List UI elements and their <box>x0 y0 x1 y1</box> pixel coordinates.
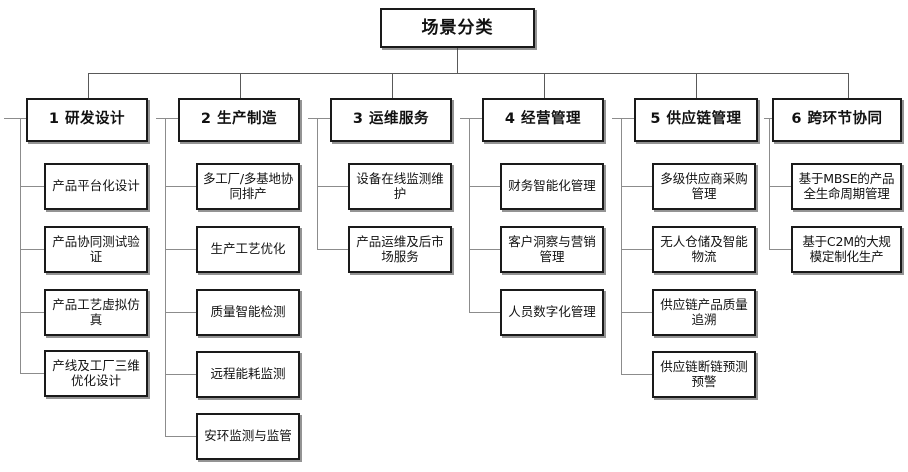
category-header-4[interactable]: 4 经营管理 <box>482 98 604 142</box>
connector-branch-1-2 <box>20 249 46 250</box>
leaf-node[interactable]: 供应链产品质量追溯 <box>652 289 756 336</box>
category-header-2[interactable]: 2 生产制造 <box>178 98 300 142</box>
connector-branch-2-4 <box>165 374 198 375</box>
connector-root-stem <box>457 48 458 74</box>
leaf-label: 生产工艺优化 <box>210 241 286 257</box>
connector-trunk-5 <box>621 118 622 374</box>
leaf-label: 设备在线监测维护 <box>356 170 444 201</box>
connector-trunk-4 <box>469 118 470 312</box>
leaf-label: 产品运维及后市场服务 <box>356 233 444 264</box>
leaf-node[interactable]: 基于C2M的大规模定制化生产 <box>791 226 902 273</box>
leaf-label: 远程能耗监测 <box>210 366 286 382</box>
leaf-label: 客户洞察与营销管理 <box>508 233 596 264</box>
connector-branch-1-1 <box>20 186 46 187</box>
leaf-node[interactable]: 基于MBSE的产品全生命周期管理 <box>791 163 902 210</box>
connector-branch-5-4 <box>621 374 654 375</box>
connector-branch-4-1 <box>469 186 502 187</box>
leaf-node[interactable]: 生产工艺优化 <box>196 226 300 273</box>
leaf-node[interactable]: 财务智能化管理 <box>500 163 604 210</box>
connector-branch-1-4 <box>20 373 46 374</box>
leaf-label: 多工厂/多基地协同排产 <box>202 170 294 201</box>
connector-trunk-2 <box>165 118 166 436</box>
connector-trunk-1 <box>20 118 21 373</box>
connector-branch-5-1 <box>621 186 654 187</box>
leaf-label: 多级供应商采购管理 <box>660 170 748 201</box>
leaf-node[interactable]: 无人仓储及智能物流 <box>652 226 756 273</box>
category-header-1-label: 1 研发设计 <box>48 111 126 128</box>
connector-branch-4-2 <box>469 249 502 250</box>
connector-branch-6-1 <box>769 186 793 187</box>
leaf-label: 无人仓储及智能物流 <box>660 233 748 264</box>
leaf-node[interactable]: 客户洞察与营销管理 <box>500 226 604 273</box>
leaf-label: 产线及工厂三维优化设计 <box>52 357 140 388</box>
leaf-node[interactable]: 产品运维及后市场服务 <box>348 226 452 273</box>
leaf-node[interactable]: 多级供应商采购管理 <box>652 163 756 210</box>
leaf-label: 产品工艺虚拟仿真 <box>52 296 140 327</box>
connector-stub-3 <box>308 118 332 119</box>
category-header-5[interactable]: 5 供应链管理 <box>634 98 758 142</box>
connector-branch-4-3 <box>469 312 502 313</box>
category-header-5-label: 5 供应链管理 <box>650 111 742 128</box>
connector-stub-4 <box>460 118 484 119</box>
leaf-node[interactable]: 产品平台化设计 <box>44 163 148 210</box>
leaf-node[interactable]: 供应链断链预测预警 <box>652 351 756 398</box>
connector-branch-6-2 <box>769 249 793 250</box>
connector-drop-3 <box>392 73 393 118</box>
category-header-6[interactable]: 6 跨环节协同 <box>772 98 902 142</box>
connector-root-bus <box>88 73 848 74</box>
leaf-label: 供应链断链预测预警 <box>660 358 748 389</box>
category-header-3-label: 3 运维服务 <box>352 111 430 128</box>
connector-drop-1 <box>88 73 89 118</box>
leaf-label: 供应链产品质量追溯 <box>660 296 748 327</box>
connector-branch-2-1 <box>165 186 198 187</box>
leaf-node[interactable]: 产品协同测试验证 <box>44 226 148 273</box>
connector-stub-5 <box>612 118 636 119</box>
connector-drop-5 <box>696 73 697 118</box>
connector-branch-1-3 <box>20 312 46 313</box>
leaf-node[interactable]: 人员数字化管理 <box>500 289 604 336</box>
connector-stub-1 <box>4 118 28 119</box>
leaf-label: 基于C2M的大规模定制化生产 <box>802 233 891 264</box>
category-header-6-label: 6 跨环节协同 <box>791 111 883 128</box>
connector-branch-2-3 <box>165 312 198 313</box>
connector-drop-6 <box>848 73 849 118</box>
connector-drop-4 <box>544 73 545 118</box>
leaf-node[interactable]: 质量智能检测 <box>196 289 300 336</box>
leaf-node[interactable]: 产品工艺虚拟仿真 <box>44 289 148 336</box>
leaf-label: 安环监测与监管 <box>204 428 292 444</box>
root-node-label: 场景分类 <box>421 17 494 38</box>
connector-branch-3-2 <box>317 249 350 250</box>
leaf-label: 基于MBSE的产品全生命周期管理 <box>798 170 895 201</box>
category-header-2-label: 2 生产制造 <box>200 111 278 128</box>
connector-branch-2-2 <box>165 249 198 250</box>
connector-branch-3-1 <box>317 186 350 187</box>
leaf-node[interactable]: 设备在线监测维护 <box>348 163 452 210</box>
category-header-3[interactable]: 3 运维服务 <box>330 98 452 142</box>
connector-drop-2 <box>240 73 241 118</box>
leaf-label: 财务智能化管理 <box>508 178 596 194</box>
root-node[interactable]: 场景分类 <box>380 8 535 48</box>
leaf-label: 人员数字化管理 <box>508 304 596 320</box>
leaf-node[interactable]: 安环监测与监管 <box>196 413 300 460</box>
connector-trunk-6 <box>769 118 770 249</box>
connector-trunk-3 <box>317 118 318 249</box>
category-header-4-label: 4 经营管理 <box>504 111 582 128</box>
leaf-label: 产品平台化设计 <box>52 178 140 194</box>
connector-branch-2-5 <box>165 436 198 437</box>
leaf-label: 产品协同测试验证 <box>52 233 140 264</box>
connector-branch-5-3 <box>621 312 654 313</box>
leaf-node[interactable]: 多工厂/多基地协同排产 <box>196 163 300 210</box>
leaf-label: 质量智能检测 <box>210 304 286 320</box>
leaf-node[interactable]: 产线及工厂三维优化设计 <box>44 350 148 397</box>
connector-stub-2 <box>156 118 180 119</box>
category-header-1[interactable]: 1 研发设计 <box>26 98 148 142</box>
leaf-node[interactable]: 远程能耗监测 <box>196 351 300 398</box>
connector-branch-5-2 <box>621 249 654 250</box>
